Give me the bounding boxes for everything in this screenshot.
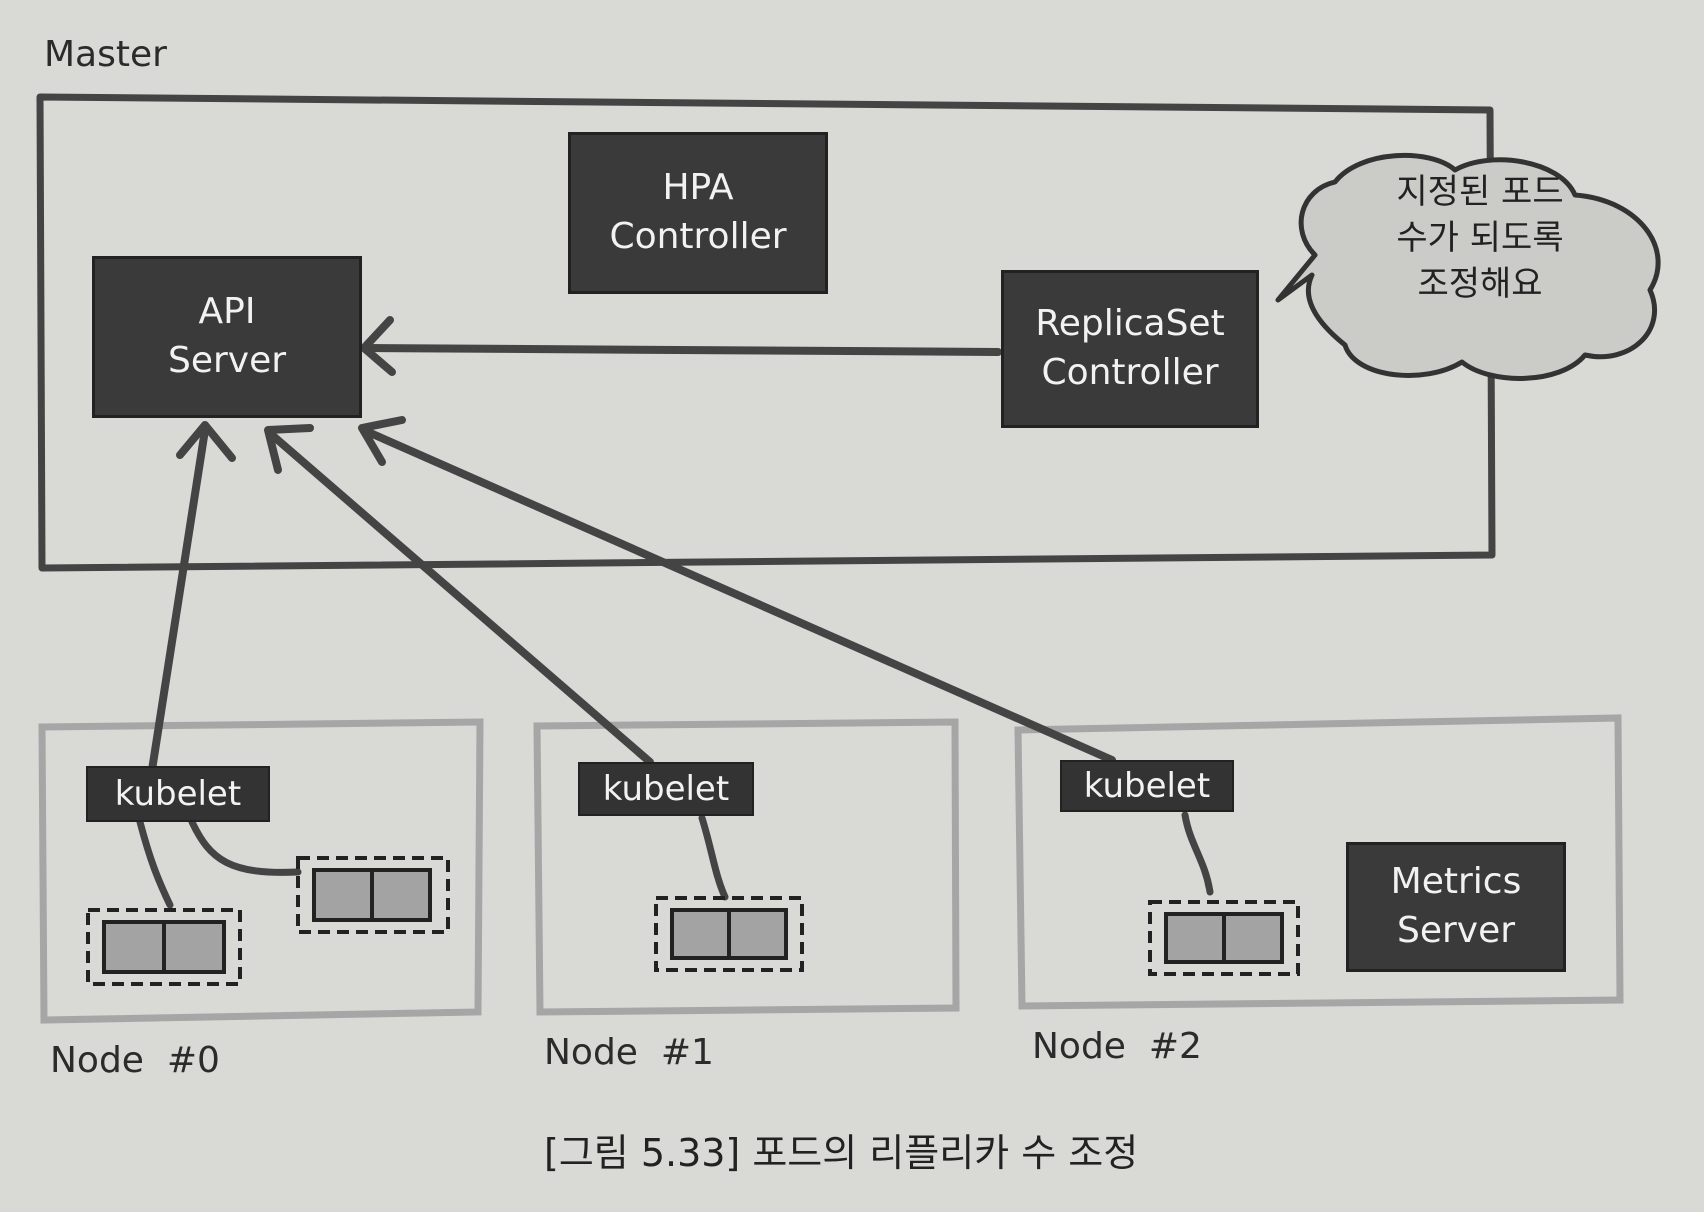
metrics-server-box: Metrics Server	[1346, 842, 1566, 972]
pod-node0-a	[86, 908, 242, 986]
node-1-label: Node #1	[544, 1032, 714, 1073]
master-frame	[36, 93, 1496, 572]
figure-caption: [그림 5.33] 포드의 리플리카 수 조정	[544, 1131, 1139, 1175]
connector-kubelet0-pod-b	[188, 818, 302, 876]
node-0-label: Node #0	[50, 1040, 220, 1081]
metrics-server-label: Metrics Server	[1390, 861, 1522, 951]
hpa-controller-label: HPA Controller	[609, 167, 787, 257]
api-server-label: API Server	[167, 291, 287, 381]
node-1-frame	[533, 718, 960, 1016]
pod-node0-b	[296, 856, 450, 934]
arrow-kubelet0-to-api	[148, 421, 236, 774]
connector-kubelet2-pod	[1181, 811, 1214, 896]
arrow-kubelet1-to-api	[264, 424, 654, 766]
speech-bubble-text: 지정된 포드 수가 되도록 조정해요	[1396, 172, 1564, 304]
hpa-controller-box: HPA Controller	[568, 132, 828, 294]
node-2-label: Node #2	[1032, 1026, 1202, 1067]
speech-bubble	[1275, 152, 1661, 381]
node-2-frame	[1014, 714, 1624, 1010]
connector-kubelet1-pod	[698, 814, 729, 901]
arrow-replicaset-to-api	[360, 316, 1002, 376]
replicaset-controller-label: ReplicaSet Controller	[1035, 303, 1225, 393]
kubelet-node2: kubelet	[1060, 760, 1234, 812]
kubelet-node0: kubelet	[86, 766, 270, 822]
replicaset-controller-box: ReplicaSet Controller	[1001, 270, 1259, 428]
api-server-box: API Server	[92, 256, 362, 418]
node-0-frame	[38, 718, 484, 1024]
pod-node1	[654, 896, 804, 972]
master-label: Master	[44, 34, 167, 75]
arrow-kubelet2-to-api	[358, 416, 1116, 764]
pod-node2	[1148, 900, 1300, 976]
kubelet-node1: kubelet	[578, 762, 754, 816]
connector-kubelet0-pod-a	[136, 818, 174, 909]
